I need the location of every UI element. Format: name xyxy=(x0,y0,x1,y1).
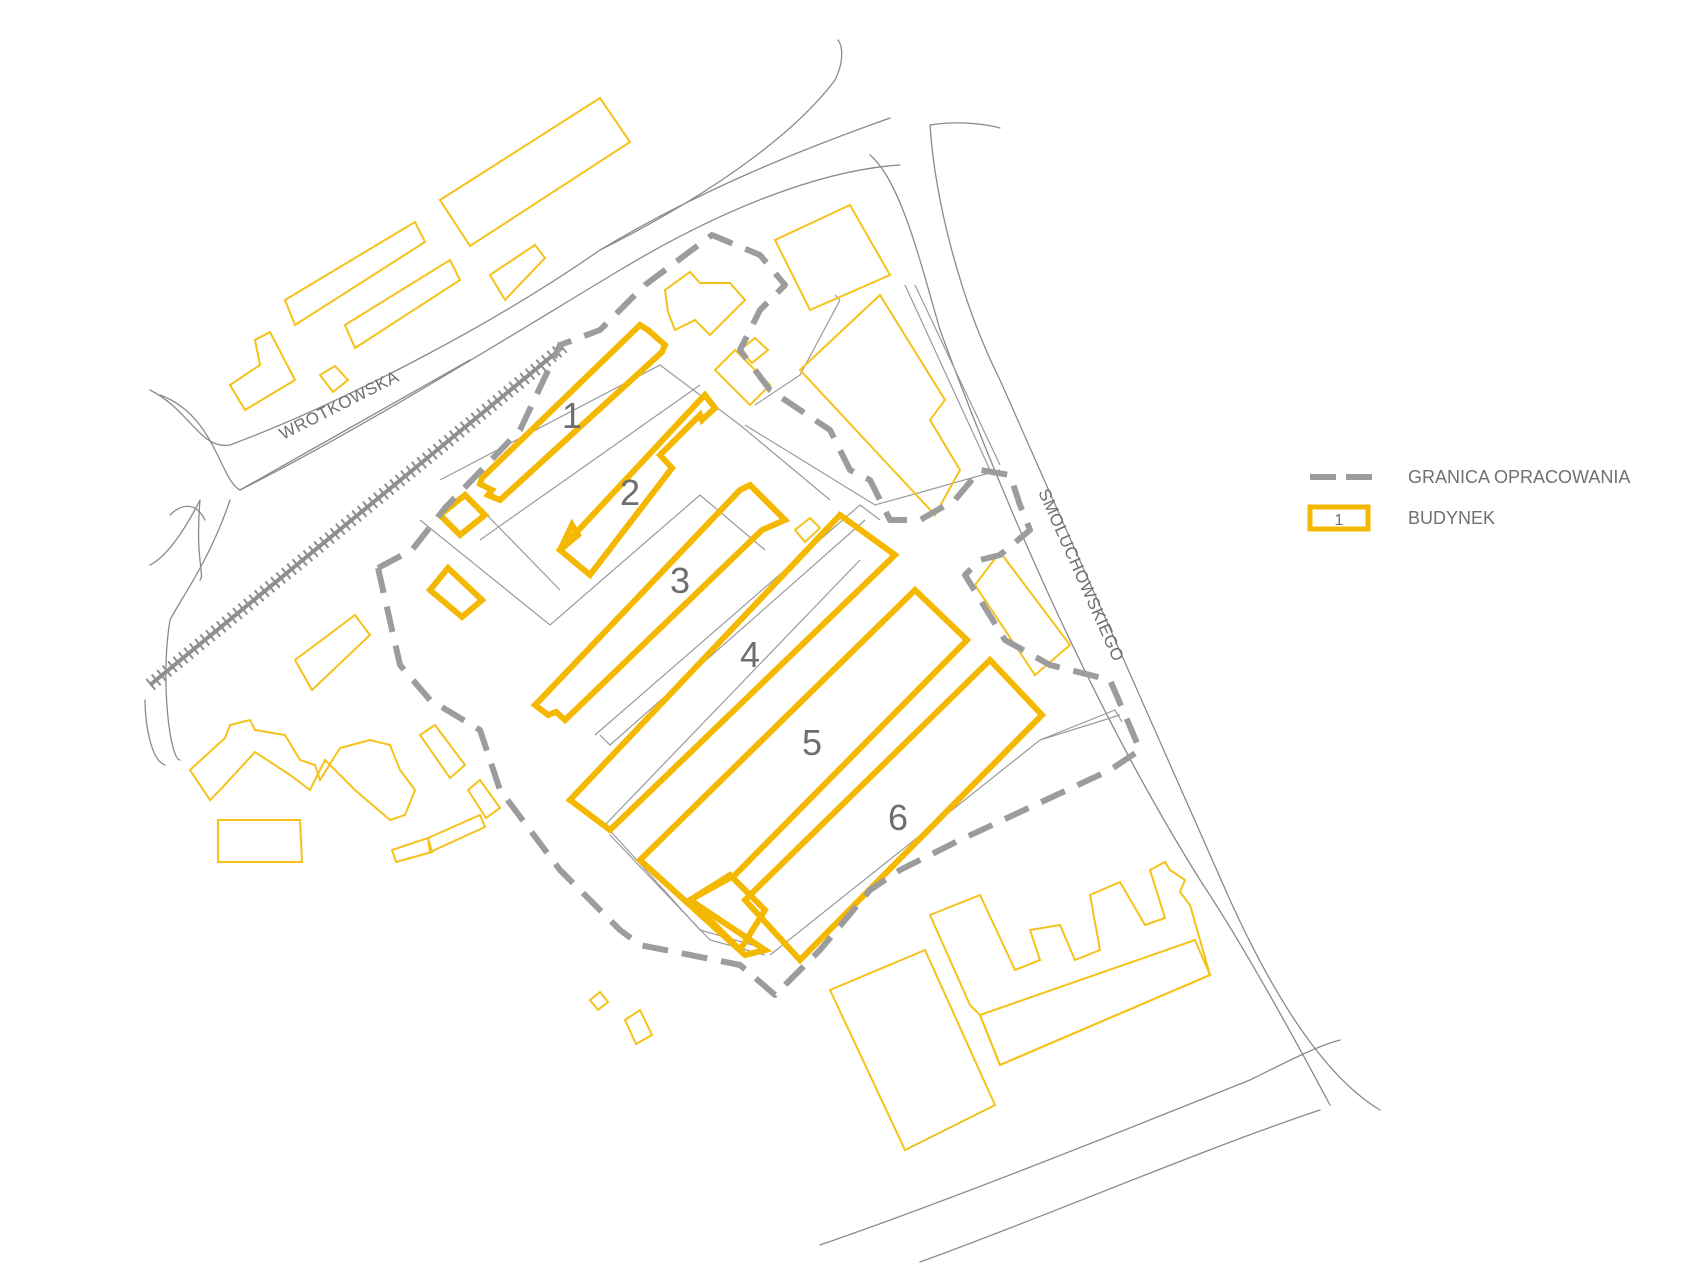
railway xyxy=(145,341,568,691)
building-5-annex-outline xyxy=(685,871,769,955)
building-1-outline xyxy=(476,321,669,504)
legend-boundary-label: GRANICA OPRACOWANIA xyxy=(1408,467,1630,487)
road-network xyxy=(144,39,1381,1263)
map-legend: GRANICA OPRACOWANIA 1 BUDYNEK xyxy=(1307,467,1630,532)
building-number-5: 5 xyxy=(802,722,822,763)
context-buildings xyxy=(188,96,1212,1152)
internal-paths xyxy=(419,284,1123,956)
study-boundary xyxy=(375,232,1143,998)
building-2-outline xyxy=(555,390,720,580)
building-number-4: 4 xyxy=(740,634,760,675)
building-4-outline xyxy=(565,511,900,834)
small-building-b xyxy=(425,563,487,621)
building-number-1: 1 xyxy=(562,395,582,436)
legend-building-label: BUDYNEK xyxy=(1408,508,1495,528)
building-number-6: 6 xyxy=(888,797,908,838)
building-number-2: 2 xyxy=(620,472,640,513)
street-label-smoluchowskiego: SMOLUCHOWSKIEGO xyxy=(1034,486,1127,665)
legend-building-symbol-number: 1 xyxy=(1335,512,1344,529)
building-6-outline xyxy=(740,655,1047,965)
main-buildings xyxy=(425,321,1047,965)
small-building-a xyxy=(435,490,490,540)
building-number-3: 3 xyxy=(670,560,690,601)
legend-building-symbol xyxy=(1307,504,1371,532)
building-3-outline xyxy=(530,481,791,725)
